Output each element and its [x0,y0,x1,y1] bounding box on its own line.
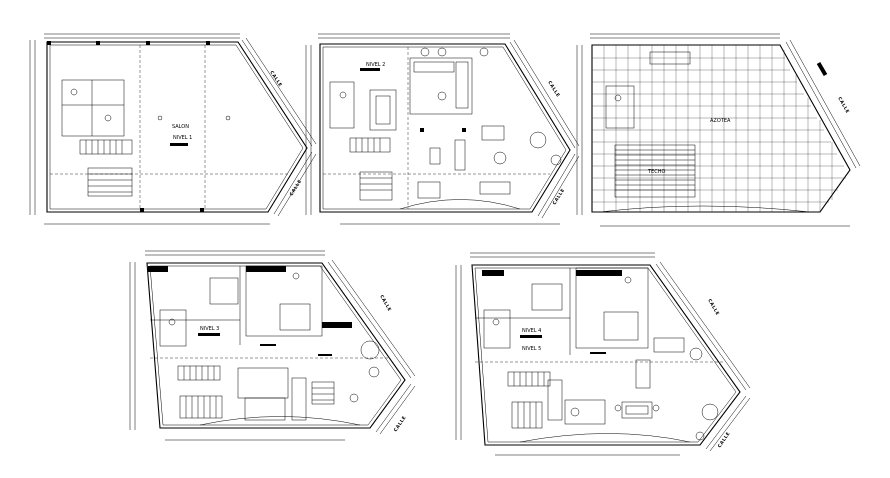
level-label-nivel-2: NIVEL 2 [366,62,385,68]
street-label: CALLE [268,70,283,88]
level-label-nivel-4: NIVEL 4 [522,328,541,334]
street-label: CALLE [289,179,304,198]
room-label-azotea: AZOTEA [710,118,731,124]
room-label-techo: TECHO [647,169,665,175]
floor-plan-nivel-2: NIVEL 2 CALLE CALLE [305,33,580,225]
street-label: CALLE [552,188,567,207]
room-label-salon: SALON [172,124,189,130]
level-label-nivel-5: NIVEL 5 [522,346,541,352]
roof-plan-azotea: AZOTEA TECHO CALLE [576,33,861,227]
street-label: CALLE [706,298,720,317]
level-label-nivel-3: NIVEL 3 [200,326,219,332]
level-label-nivel-1: NIVEL 1 [173,135,192,141]
street-label: CALLE [378,294,392,313]
street-label: CALLE [836,96,850,115]
floor-plan-nivel-1: SALON NIVEL 1 CALLE CALLE [29,33,317,225]
street-label: CALLE [393,415,408,433]
floor-plan-nivel-3: NIVEL 3 CALLE CALLE [129,250,416,441]
street-label: CALLE [546,80,561,99]
street-label: CALLE [717,431,732,449]
floor-plan-nivel-4-5: NIVEL 4 NIVEL 5 CALLE CALLE [455,252,751,456]
